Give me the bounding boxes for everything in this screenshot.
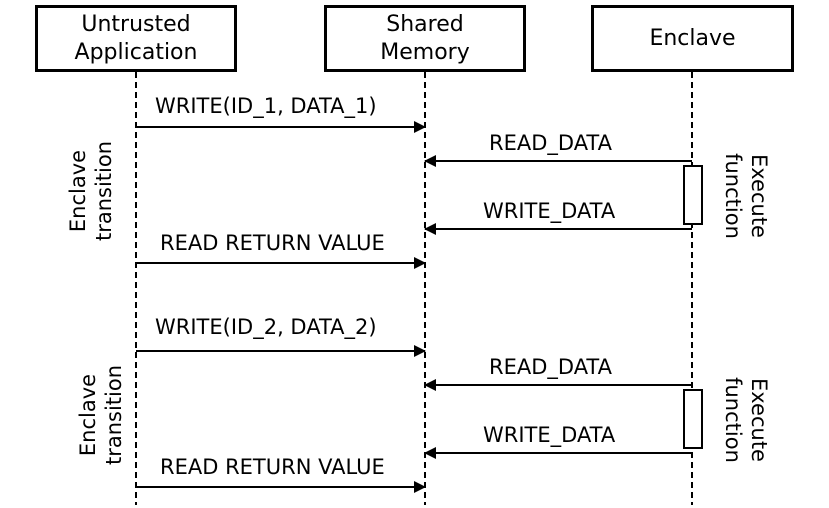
participant-shared-line2: Memory <box>380 39 470 65</box>
execution-box-2 <box>683 389 703 449</box>
label-transition-1-line1: Enclave <box>66 149 90 233</box>
label-execute-1-line1: Execute <box>747 154 771 238</box>
label-execute-1-line2: function <box>721 153 745 239</box>
label-transition-2-line1: Enclave <box>76 373 100 457</box>
label-read-data-1: READ_DATA <box>489 131 612 155</box>
participant-shared-line1: Shared <box>386 11 464 37</box>
label-transition-1-line2: transition <box>92 140 116 242</box>
label-read-return-1: READ RETURN VALUE <box>160 231 385 255</box>
participant-untrusted-application: Untrusted Application <box>35 5 237 72</box>
participant-shared-memory: Shared Memory <box>324 5 526 72</box>
label-execute-function-2: Execute function <box>720 360 772 480</box>
label-enclave-transition-1: Enclave transition <box>65 131 117 251</box>
participant-untrusted-line1: Untrusted <box>81 11 191 37</box>
label-execute-function-1: Execute function <box>720 136 772 256</box>
label-execute-2-line1: Execute <box>747 378 771 462</box>
label-execute-2-line2: function <box>721 377 745 463</box>
participant-enclave: Enclave <box>591 5 794 72</box>
label-write-data-2: WRITE_DATA <box>483 423 616 447</box>
label-write-1: WRITE(ID_1, DATA_1) <box>155 94 377 118</box>
label-write-data-1: WRITE_DATA <box>483 199 616 223</box>
label-read-data-2: READ_DATA <box>489 355 612 379</box>
participant-untrusted-line2: Application <box>74 39 198 65</box>
label-enclave-transition-2: Enclave transition <box>75 355 127 475</box>
execution-box-1 <box>683 165 703 225</box>
label-read-return-2: READ RETURN VALUE <box>160 455 385 479</box>
participant-enclave-line1: Enclave <box>649 25 736 51</box>
label-write-2: WRITE(ID_2, DATA_2) <box>155 315 377 339</box>
label-transition-2-line2: transition <box>102 364 126 466</box>
